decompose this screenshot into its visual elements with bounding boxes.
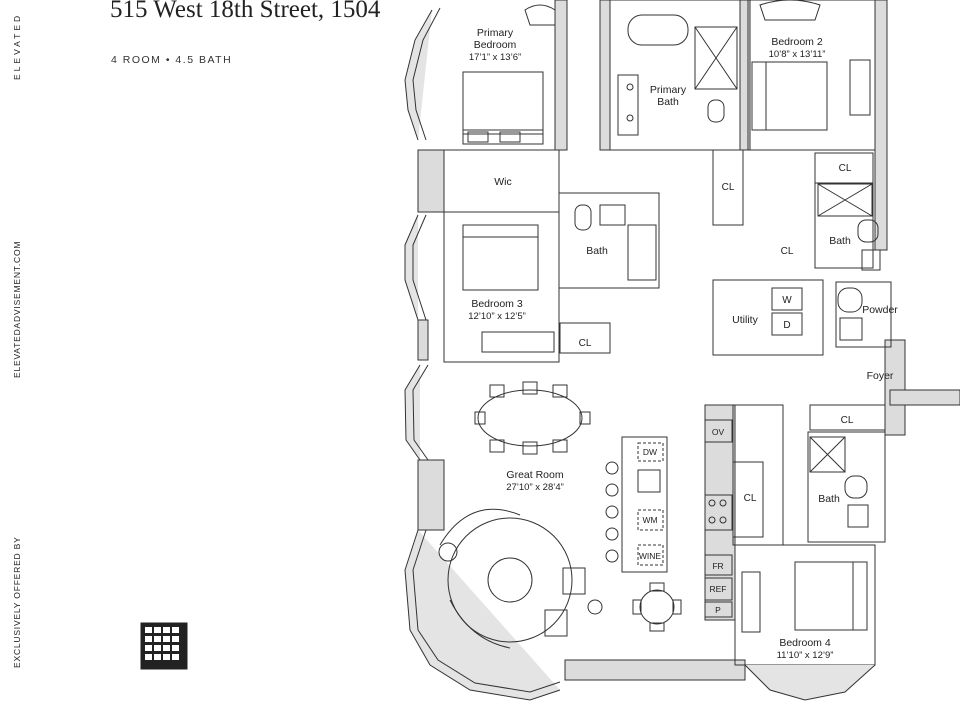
primary-bedroom-dims: 17’1” x 13’6”: [469, 52, 521, 63]
bath-mid-fixtures: [574, 204, 657, 281]
bay-window-great-room: [404, 364, 561, 701]
bath-mid-label: Bath: [586, 245, 608, 257]
utility-label: Utility: [732, 314, 758, 326]
bedroom4-dims: 11’10” x 12’9”: [777, 650, 834, 661]
bedroom2-bed: [751, 0, 871, 131]
bath-lower-fixtures: [809, 436, 869, 528]
primary-chair: [524, 4, 556, 26]
bay-window-bedroom4: [744, 664, 876, 701]
bedroom4-bed: [741, 561, 868, 633]
foyer-label: Foyer: [867, 370, 894, 382]
bay-window-bedroom3: [404, 214, 427, 321]
oven-label: OV: [712, 427, 725, 437]
cafe-table: [632, 582, 682, 632]
laundry: [771, 287, 803, 336]
dryer-label: D: [783, 320, 790, 331]
primary-bath-label-line1: Primary: [650, 84, 687, 96]
room-bath-summary: 4 ROOM • 4.5 BATH: [111, 54, 233, 66]
building-logo: [140, 622, 188, 670]
closet-label-bedroom2: CL: [839, 163, 852, 174]
bedroom3-bed: [462, 224, 555, 353]
closet-label-bedroom3: CL: [579, 338, 592, 349]
bedroom4-label: Bedroom 4: [779, 637, 831, 649]
closet-label-kitchen: CL: [744, 493, 757, 504]
wm-label: WM: [642, 515, 657, 525]
primary-bed: [462, 71, 544, 145]
primary-bedroom-label-line2: Bedroom: [474, 39, 517, 51]
kitchen-counter: [704, 419, 764, 618]
primary-bedroom-label-line1: Primary: [477, 27, 514, 39]
bedroom2-label: Bedroom 2: [771, 36, 823, 48]
primary-bath-label-line2: Bath: [657, 96, 679, 108]
closet-label-corridor: CL: [781, 246, 794, 257]
bay-window-primary: [404, 7, 441, 141]
bath-right-label: Bath: [829, 235, 851, 247]
wine-label: WINE: [639, 551, 662, 561]
dining-table: [474, 381, 591, 455]
listing-title: 515 West 18th Street, 1504: [110, 0, 381, 23]
refrigerator-label: REF: [710, 584, 727, 594]
room-walls: [443, 0, 892, 666]
closet-label-lower-bath: CL: [841, 415, 854, 426]
washer-label: W: [782, 295, 792, 306]
closet-label-hall: CL: [722, 182, 735, 193]
freezer-label: FR: [712, 561, 723, 571]
bedroom3-label: Bedroom 3: [471, 298, 523, 310]
lounge-seating: [438, 508, 603, 649]
bedroom3-dims: 12’10” x 12’5”: [468, 311, 526, 322]
bath-right-fixtures: [817, 183, 881, 271]
dishwasher-label: DW: [643, 447, 657, 457]
powder-fixtures: [837, 287, 863, 341]
kitchen-island: [605, 436, 668, 573]
bedroom2-dims: 10’8” x 13’11”: [769, 49, 826, 60]
pantry-label: P: [715, 605, 721, 615]
exterior-walls: [417, 0, 960, 681]
great-room-dims: 27’10” x 28’4”: [506, 482, 564, 493]
wic-label: Wic: [494, 176, 512, 188]
bath-lower-label: Bath: [818, 493, 840, 505]
primary-bath-fixtures: [617, 14, 738, 136]
great-room-label: Great Room: [506, 469, 563, 481]
powder-label: Powder: [862, 304, 898, 316]
